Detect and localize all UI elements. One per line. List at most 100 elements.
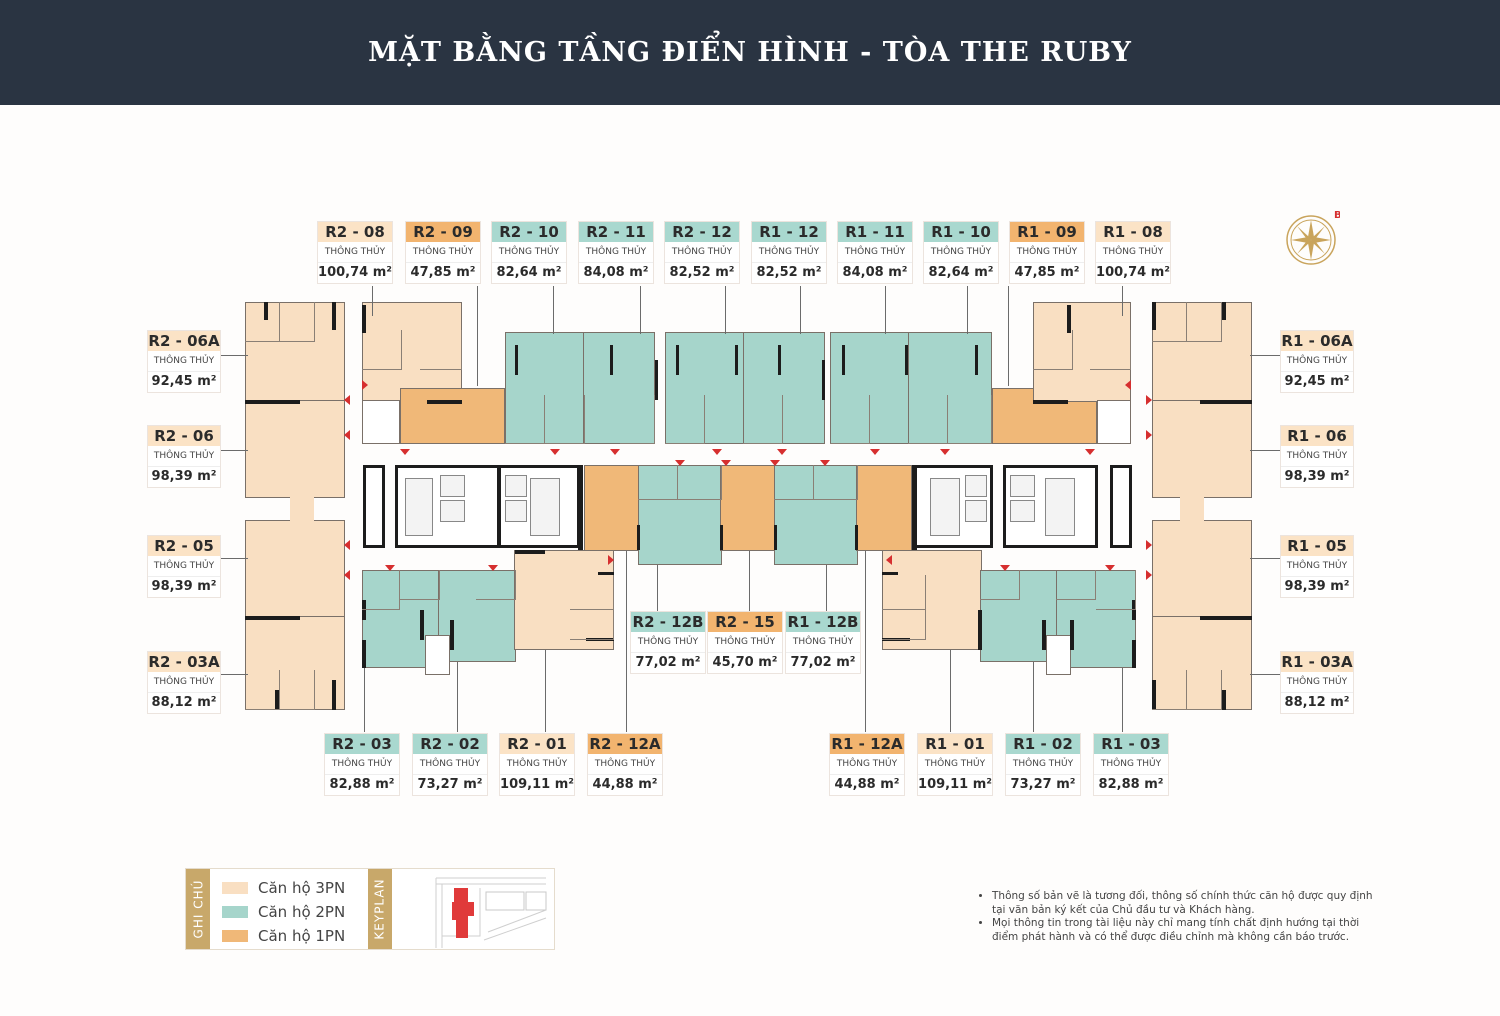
unit-card-r2-03a[interactable]: R2 - 03A THÔNG THỦY 88,12 m² xyxy=(148,652,220,713)
keyplan-title-tab: KEYPLAN xyxy=(368,869,392,949)
unit-code: R2 - 10 xyxy=(492,222,566,242)
area-label: THÔNG THỦY xyxy=(413,754,487,775)
unit-card-r2-09[interactable]: R2 - 09 THÔNG THỦY 47,85 m² xyxy=(406,222,480,283)
note-item: Thông số bản vẽ là tương đối, thông số c… xyxy=(992,890,1380,917)
area-label: THÔNG THỦY xyxy=(1281,446,1353,467)
area-label: THÔNG THỦY xyxy=(492,242,566,263)
unit-r1-06-block[interactable] xyxy=(1152,400,1252,498)
area-label: THÔNG THỦY xyxy=(1006,754,1080,775)
unit-card-r1-06[interactable]: R1 - 06 THÔNG THỦY 98,39 m² xyxy=(1281,426,1353,487)
unit-area: 82,52 m² xyxy=(669,265,735,280)
unit-code: R1 - 11 xyxy=(838,222,912,242)
unit-code: R1 - 12 xyxy=(752,222,826,242)
unit-card-r1-12[interactable]: R1 - 12 THÔNG THỦY 82,52 m² xyxy=(752,222,826,283)
unit-card-r2-02[interactable]: R2 - 02 THÔNG THỦY 73,27 m² xyxy=(413,734,487,795)
unit-r2-05-block[interactable] xyxy=(245,520,345,618)
unit-r1-08-block[interactable] xyxy=(1033,302,1131,402)
unit-area: 82,64 m² xyxy=(928,265,994,280)
unit-code: R1 - 12B xyxy=(786,612,860,632)
unit-area: 92,45 m² xyxy=(151,374,217,389)
unit-card-r1-02[interactable]: R1 - 02 THÔNG THỦY 73,27 m² xyxy=(1006,734,1080,795)
unit-r1-05-block[interactable] xyxy=(1152,520,1252,618)
unit-card-r1-10[interactable]: R1 - 10 THÔNG THỦY 82,64 m² xyxy=(924,222,998,283)
unit-r2-06-block[interactable] xyxy=(245,400,345,498)
unit-r2-11-block[interactable] xyxy=(583,332,655,444)
unit-code: R2 - 02 xyxy=(413,734,487,754)
core-right-stair-a xyxy=(1110,465,1132,548)
unit-area: 82,64 m² xyxy=(496,265,562,280)
legend-title-tab: GHI CHÚ xyxy=(186,869,210,949)
area-label: THÔNG THỦY xyxy=(1281,672,1353,693)
unit-r1-12a-block[interactable] xyxy=(856,465,912,551)
area-label: THÔNG THỦY xyxy=(924,242,998,263)
unit-card-r2-12b[interactable]: R2 - 12B THÔNG THỦY 77,02 m² xyxy=(631,612,705,673)
unit-code: R2 - 11 xyxy=(579,222,653,242)
area-label: THÔNG THỦY xyxy=(665,242,739,263)
unit-card-r2-06[interactable]: R2 - 06 THÔNG THỦY 98,39 m² xyxy=(148,426,220,487)
unit-r1-01-block[interactable] xyxy=(882,550,982,650)
unit-card-r2-03[interactable]: R2 - 03 THÔNG THỦY 82,88 m² xyxy=(325,734,399,795)
unit-r2-06a-block[interactable] xyxy=(245,302,345,402)
unit-card-r1-05[interactable]: R1 - 05 THÔNG THỦY 98,39 m² xyxy=(1281,536,1353,597)
unit-card-r1-03[interactable]: R1 - 03 THÔNG THỦY 82,88 m² xyxy=(1094,734,1168,795)
unit-area: 77,02 m² xyxy=(635,655,701,670)
unit-card-r2-11[interactable]: R2 - 11 THÔNG THỦY 84,08 m² xyxy=(579,222,653,283)
unit-r1-12-block[interactable] xyxy=(743,332,825,444)
unit-card-r2-12[interactable]: R2 - 12 THÔNG THỦY 82,52 m² xyxy=(665,222,739,283)
unit-code: R1 - 03A xyxy=(1281,652,1353,672)
page-header: MẶT BẰNG TẦNG ĐIỂN HÌNH - TÒA THE RUBY xyxy=(0,0,1500,105)
area-label: THÔNG THỦY xyxy=(148,672,220,693)
unit-card-r2-08[interactable]: R2 - 08 THÔNG THỦY 100,74 m² xyxy=(318,222,392,283)
keyplan-map xyxy=(435,877,547,948)
unit-card-r1-08[interactable]: R1 - 08 THÔNG THỦY 100,74 m² xyxy=(1096,222,1170,283)
unit-area: 98,39 m² xyxy=(1284,579,1350,594)
area-label: THÔNG THỦY xyxy=(1281,351,1353,372)
unit-r1-03a-block[interactable] xyxy=(1152,616,1252,710)
unit-card-r2-10[interactable]: R2 - 10 THÔNG THỦY 82,64 m² xyxy=(492,222,566,283)
unit-card-r1-03a[interactable]: R1 - 03A THÔNG THỦY 88,12 m² xyxy=(1281,652,1353,713)
unit-code: R2 - 15 xyxy=(708,612,782,632)
unit-code: R1 - 02 xyxy=(1006,734,1080,754)
area-label: THÔNG THỦY xyxy=(631,632,705,653)
unit-card-r1-01[interactable]: R1 - 01 THÔNG THỦY 109,11 m² xyxy=(918,734,992,795)
unit-area: 100,74 m² xyxy=(318,265,392,280)
unit-area: 44,88 m² xyxy=(592,777,658,792)
swatch-2pn xyxy=(222,906,248,918)
area-label: THÔNG THỦY xyxy=(752,242,826,263)
area-label: THÔNG THỦY xyxy=(148,351,220,372)
unit-card-r1-12a[interactable]: R1 - 12A THÔNG THỦY 44,88 m² xyxy=(830,734,904,795)
unit-r2-12a-block[interactable] xyxy=(584,465,640,551)
unit-card-r1-12b[interactable]: R1 - 12B THÔNG THỦY 77,02 m² xyxy=(786,612,860,673)
unit-card-r2-06a[interactable]: R2 - 06A THÔNG THỦY 92,45 m² xyxy=(148,331,220,392)
unit-r1-10-block[interactable] xyxy=(908,332,992,444)
area-label: THÔNG THỦY xyxy=(708,632,782,653)
unit-card-r2-05[interactable]: R2 - 05 THÔNG THỦY 98,39 m² xyxy=(148,536,220,597)
legend-item-1pn: Căn hộ 1PN xyxy=(222,924,345,948)
unit-card-r1-11[interactable]: R1 - 11 THÔNG THỦY 84,08 m² xyxy=(838,222,912,283)
unit-card-r1-09[interactable]: R1 - 09 THÔNG THỦY 47,85 m² xyxy=(1010,222,1084,283)
unit-area: 73,27 m² xyxy=(417,777,483,792)
unit-area: 47,85 m² xyxy=(410,265,476,280)
unit-code: R2 - 12 xyxy=(665,222,739,242)
unit-code: R1 - 06 xyxy=(1281,426,1353,446)
unit-card-r2-01[interactable]: R2 - 01 THÔNG THỦY 109,11 m² xyxy=(500,734,574,795)
area-label: THÔNG THỦY xyxy=(1281,556,1353,577)
unit-r2-12b-block[interactable] xyxy=(638,465,722,565)
unit-card-r1-06a[interactable]: R1 - 06A THÔNG THỦY 92,45 m² xyxy=(1281,331,1353,392)
area-label: THÔNG THỦY xyxy=(838,242,912,263)
unit-code: R1 - 12A xyxy=(830,734,904,754)
unit-code: R2 - 09 xyxy=(406,222,480,242)
disclaimer-notes: Thông số bản vẽ là tương đối, thông số c… xyxy=(970,890,1380,944)
area-label: THÔNG THỦY xyxy=(406,242,480,263)
unit-area: 98,39 m² xyxy=(1284,469,1350,484)
unit-area: 92,45 m² xyxy=(1284,374,1350,389)
unit-code: R2 - 08 xyxy=(318,222,392,242)
legend-panel: GHI CHÚ Căn hộ 3PN Căn hộ 2PN Căn hộ 1PN… xyxy=(185,868,555,950)
unit-area: 44,88 m² xyxy=(834,777,900,792)
unit-r2-09-block[interactable] xyxy=(400,388,505,444)
unit-area: 82,88 m² xyxy=(1098,777,1164,792)
unit-card-r2-15[interactable]: R2 - 15 THÔNG THỦY 45,70 m² xyxy=(708,612,782,673)
unit-r2-15-block[interactable] xyxy=(720,465,776,551)
area-label: THÔNG THỦY xyxy=(148,446,220,467)
unit-card-r2-12a[interactable]: R2 - 12A THÔNG THỦY 44,88 m² xyxy=(588,734,662,795)
